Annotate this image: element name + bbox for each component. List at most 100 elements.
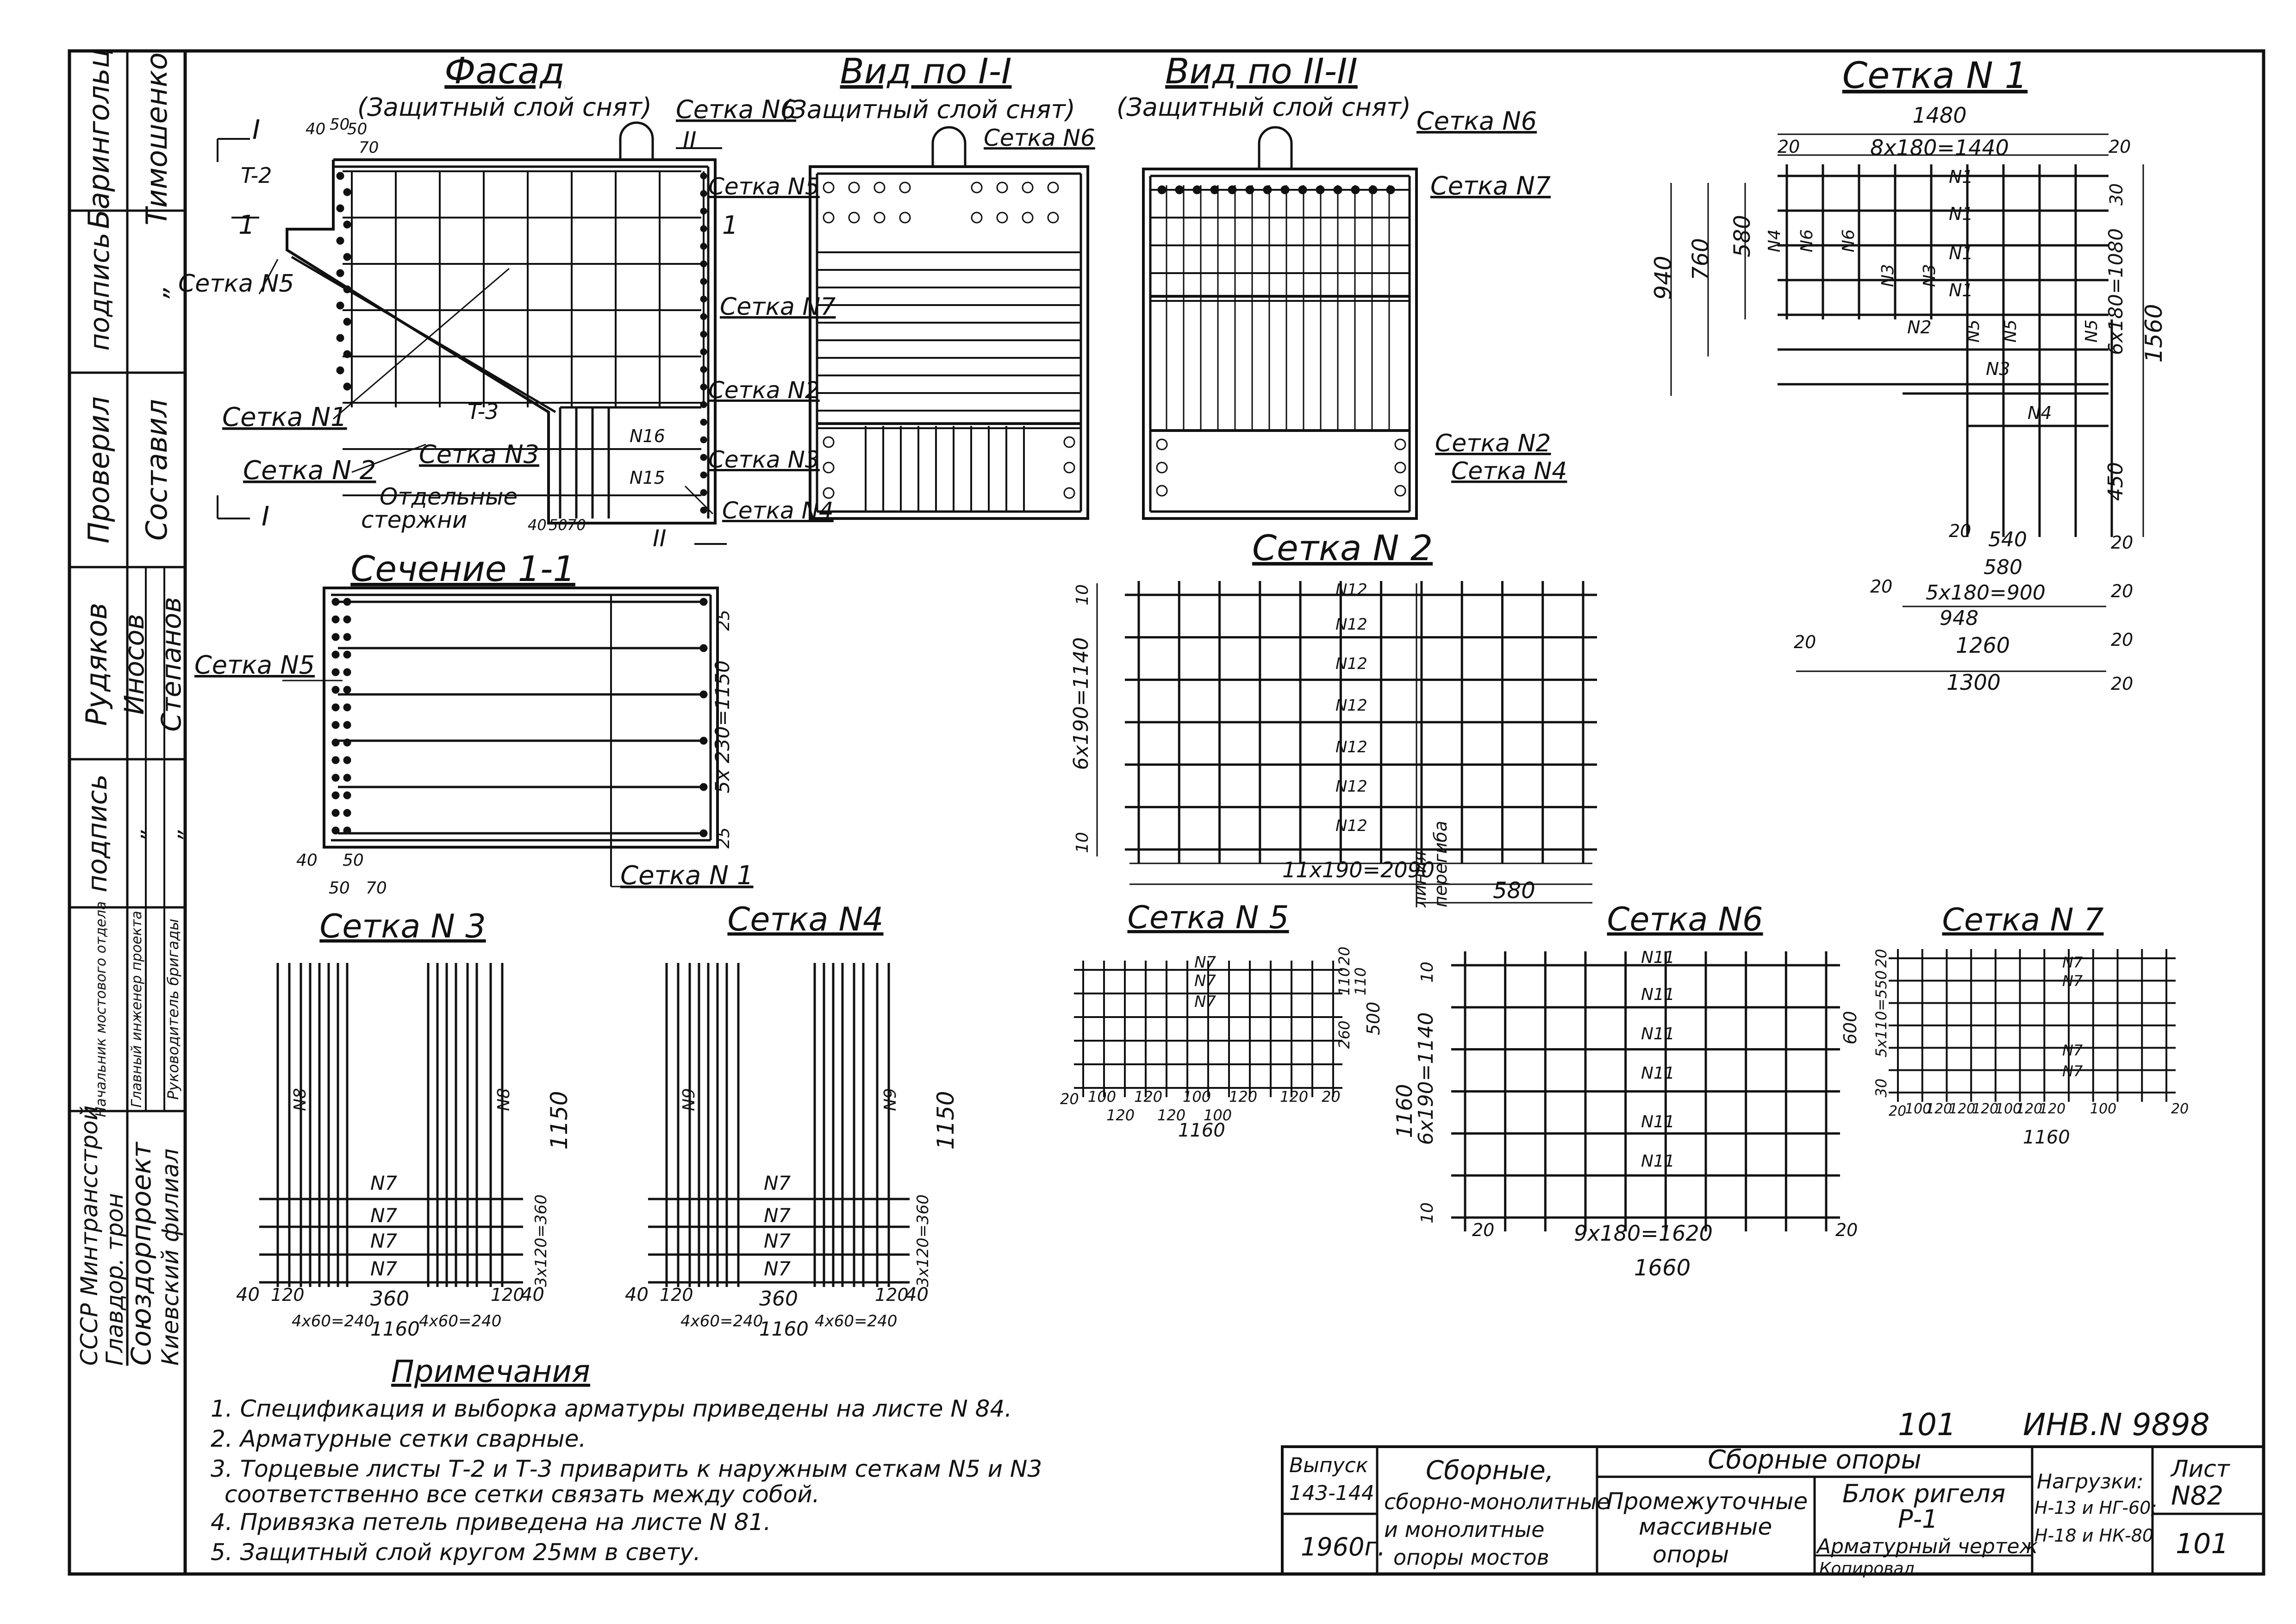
view1-title: Вид по I-I <box>840 50 1012 92</box>
mesh-n6: Сетка N6 10 6х190=1140 10 1160 20 9х180=… <box>1392 900 1858 1281</box>
facade-section-mark-bottom: I <box>262 500 269 532</box>
n2-title: Сетка N 2 <box>1252 527 1433 568</box>
n4-dim-4x60-left: 4х60=240 <box>680 1312 763 1330</box>
n1-dim-580: 580 <box>1729 215 1755 257</box>
n6-dim-20-right: 20 <box>1835 1220 1858 1240</box>
bar-section <box>336 204 344 212</box>
n6-mark-n11-5: N11 <box>1641 1112 1675 1131</box>
n3-dim-4x60-left: 4х60=240 <box>292 1312 374 1330</box>
bar-section <box>343 633 351 641</box>
title-ref-num: 101 <box>1898 1407 1956 1443</box>
n1-mark-n3b: N3 <box>1920 264 1939 287</box>
n5-dim-120c: 120 <box>1157 1106 1185 1124</box>
n1-mark-n3a: N3 <box>1878 264 1897 287</box>
view2-label-setka2: Сетка N2 <box>1435 430 1551 457</box>
n7-mark-n7-4: N7 <box>2062 1062 2083 1080</box>
n4-dim-1160: 1160 <box>759 1318 809 1340</box>
bar-section <box>331 615 340 624</box>
n1-dim-20-c: 20 <box>1794 632 1816 652</box>
n6-mark-n11-1: N11 <box>1641 948 1675 967</box>
bar-section <box>1245 185 1254 194</box>
bar-section <box>343 220 351 229</box>
bar-section <box>343 721 351 729</box>
n6-dim-1160: 1160 <box>1392 1084 1417 1138</box>
title-block-1: Блок ригеля <box>1842 1479 2005 1508</box>
bar-section <box>343 285 351 294</box>
bar-section <box>331 668 340 676</box>
n4-dim-40-right: 40 <box>905 1284 929 1305</box>
n2-rebar-grid <box>1125 581 1597 863</box>
stamp-role-team-lead: Руководитель бригады <box>164 919 182 1100</box>
n4-dim-40-left: 40 <box>625 1284 649 1305</box>
bar-hole <box>848 212 860 224</box>
section-1-1: Сечение 1-1 Сетка N5 Сетка N 1 25 5х 230… <box>194 548 753 898</box>
n2-dim-11x190: 11х190=2090 <box>1282 857 1435 882</box>
n7-dim-100a: 100 <box>1905 1101 1931 1117</box>
bar-section <box>700 331 707 338</box>
bar-hole <box>899 212 911 224</box>
bar-section <box>700 243 707 250</box>
facade-label-setka6: Сетка N6 <box>676 95 796 124</box>
bar-section <box>700 506 707 514</box>
n1-mark-n1-c: N1 <box>1949 243 1973 263</box>
stamp-name-stepanov: Степанов <box>156 597 187 731</box>
n1-dim-948: 948 <box>1940 606 1978 630</box>
bar-section <box>1192 185 1202 194</box>
n6-dim-1660: 1660 <box>1634 1255 1691 1281</box>
view2-label-setka6: Сетка N6 <box>1416 106 1537 136</box>
mesh-n4: Сетка N4 1150 3х120=360 40 120 360 120 4… <box>625 900 959 1340</box>
n6-dim-10-bot: 10 <box>1418 1202 1437 1224</box>
view1-outline <box>809 126 1089 520</box>
stamp-ditto-3: „ <box>159 827 186 839</box>
n7-dim-100b: 100 <box>1995 1101 2021 1117</box>
section-dim-50: 50 <box>343 851 364 870</box>
n1-mark-n5c: N5 <box>2082 319 2101 343</box>
n3-mark-n8-left: N8 <box>291 1088 310 1111</box>
mesh-n1: Сетка N 1 1480 8х180=1440 20 20 940 760 … <box>1650 55 2167 695</box>
n5-dim-100b: 100 <box>1183 1088 1211 1106</box>
bar-section <box>700 383 707 391</box>
title-inventory: ИНВ.N 9898 <box>2023 1407 2210 1443</box>
bar-hole <box>1156 462 1168 474</box>
stamp-ditto-2: „ <box>122 827 149 839</box>
n1-mark-n2: N2 <box>1907 317 1932 337</box>
bar-section <box>331 738 340 747</box>
bar-hole <box>1047 212 1059 224</box>
bar-hole <box>823 462 835 474</box>
n6-mark-n11-2: N11 <box>1641 985 1675 1004</box>
n6-dim-10-top: 10 <box>1418 962 1437 983</box>
bar-section <box>343 809 351 817</box>
title-desc-4: опоры мостов <box>1393 1545 1549 1570</box>
facade-title: Фасад <box>444 50 565 92</box>
bar-section <box>343 686 351 694</box>
sheet-frame <box>68 49 2265 1576</box>
bar-section <box>331 721 340 729</box>
facade-dim-top-50b: 50 <box>347 120 367 138</box>
n7-rebar-grid <box>1889 949 2176 1102</box>
section-label-setka1: Сетка N 1 <box>620 861 753 891</box>
n7-dim-20-right: 20 <box>2171 1101 2189 1117</box>
bar-section <box>1175 185 1184 194</box>
bar-section <box>331 650 340 659</box>
n5-title: Сетка N 5 <box>1127 899 1289 936</box>
n2-dim-10-top: 10 <box>1073 584 1092 606</box>
view2-label-setka7: Сетка N7 <box>1430 171 1551 200</box>
n5-dim-120e: 120 <box>1280 1088 1308 1106</box>
stamp-org-4: Киевский филиал <box>157 1149 184 1366</box>
bar-hole <box>1394 462 1406 474</box>
n1-dim-1260: 1260 <box>1956 633 2010 658</box>
n3-mark-n7-3: N7 <box>370 1230 397 1252</box>
section-dim-40: 40 <box>296 851 318 870</box>
n3-mark-n7-4: N7 <box>370 1257 397 1280</box>
bar-hole <box>1022 181 1034 194</box>
bar-section <box>331 703 340 712</box>
n3-dim-1150: 1150 <box>546 1091 573 1149</box>
facade-mark-1b: 1 <box>722 211 738 240</box>
view1-subtitle: (Защитный слой снят) <box>781 95 1075 124</box>
n4-dim-120-left: 120 <box>660 1285 693 1305</box>
view2-title: Вид по II-II <box>1165 50 1358 92</box>
n5-dim-100c: 100 <box>1204 1106 1232 1124</box>
bar-section <box>336 301 344 310</box>
n7-mark-n7-1: N7 <box>2062 954 2083 971</box>
bar-hole <box>823 181 835 194</box>
